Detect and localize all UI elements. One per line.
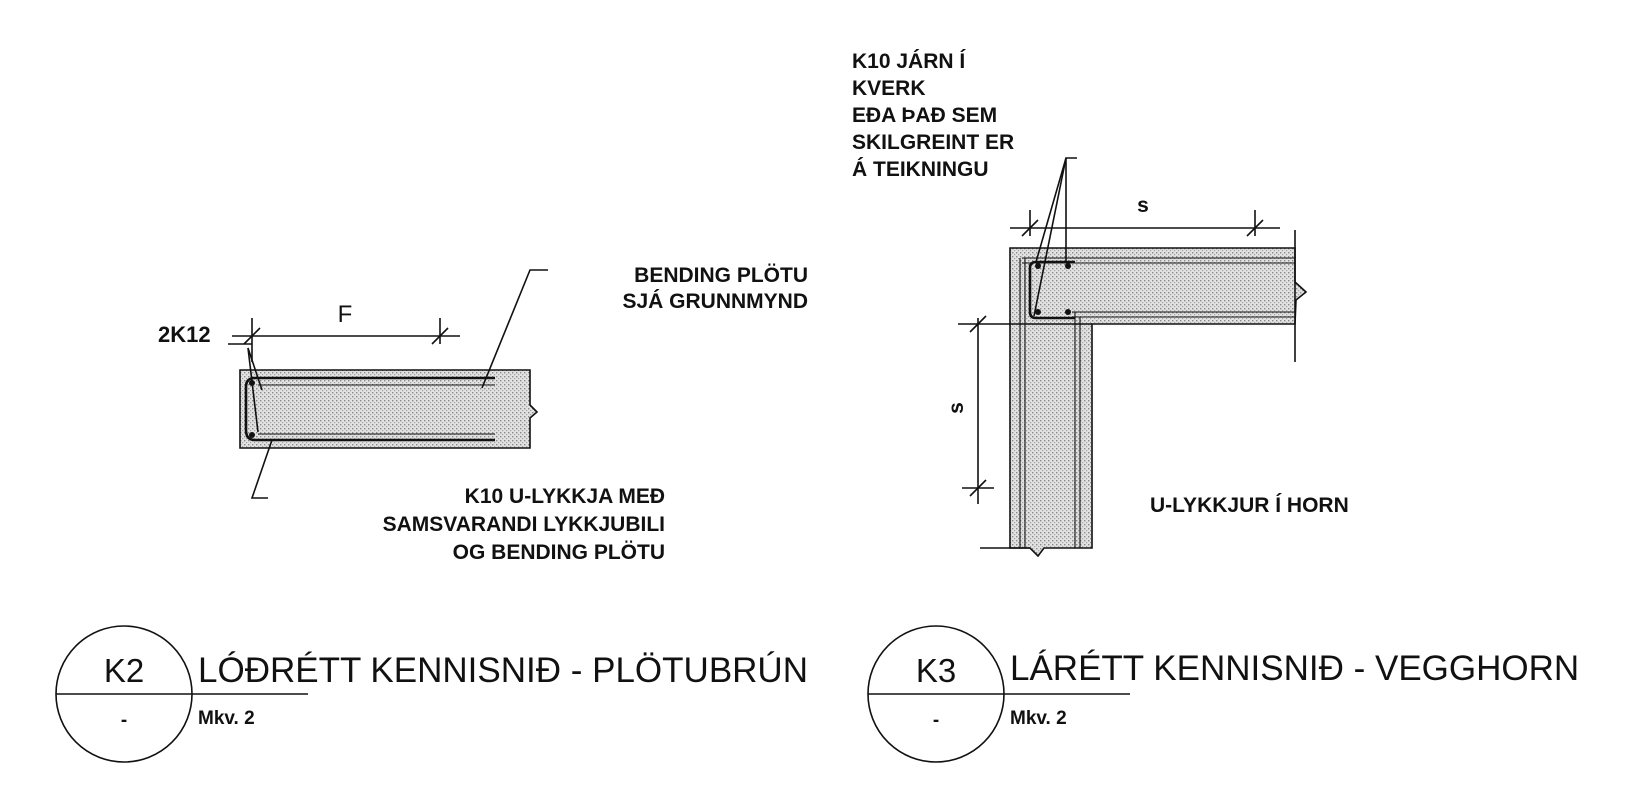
k3-title-sheet: - [933,710,939,731]
k2-bar-label: 2K12 [158,322,211,347]
k3-corner-line-5: Á TEIKNINGU [852,158,989,181]
k3-title-code: K3 [916,652,956,689]
k2-loop-line-2: SAMSVARANDI LYKKJUBILI [383,513,665,536]
k2-title-block: K2 - LÓÐRÉTT KENNISNIÐ - PLÖTUBRÚN Mkv. … [55,625,808,763]
k3-corner-bar-leader: K10 JÁRN Í KVERK EÐA ÞAÐ SEM SKILGREINT … [852,50,1077,317]
k3-dim-top-label: s [1137,194,1149,217]
k3-corner-line-2: KVERK [852,77,926,100]
k2-bending-line-1: BENDING PLÖTU [634,264,808,287]
k2-title-ref: Mkv. 2 [198,708,255,729]
k2-dim-label: F [338,301,353,328]
k2-slab-section [239,369,539,449]
k2-loop-line-3: OG BENDING PLÖTU [453,541,665,564]
k3-dim-left-label: s [945,402,968,414]
k3-dimension-left: s [945,315,1030,549]
k2-loop-leader: K10 U-LYKKJA MEÐ SAMSVARANDI LYKKJUBILI … [250,439,665,564]
k3-corner-line-1: K10 JÁRN Í [852,50,966,73]
k3-title-text: LÁRÉTT KENNISNIÐ - VEGGHORN [1010,649,1579,688]
k3-corner-line-4: SKILGREINT ER [852,131,1014,154]
k2-title-code: K2 [104,652,144,689]
k2-bending-leader: BENDING PLÖTU SJÁ GRUNNMYND [481,264,808,389]
k2-dimension-f: F [232,301,460,362]
k2-title-text: LÓÐRÉTT KENNISNIÐ - PLÖTUBRÚN [198,651,808,690]
k2-title-sheet: - [121,710,127,731]
k2-bar-leader: 2K12 [158,322,263,433]
k3-title-ref: Mkv. 2 [1010,708,1067,729]
k2-bending-line-2: SJÁ GRUNNMYND [622,290,808,313]
k3-corner-line-3: EÐA ÞAÐ SEM [852,104,997,127]
k3-dimension-top: s [1010,194,1296,362]
k3-title-block: K3 - LÁRÉTT KENNISNIÐ - VEGGHORN Mkv. 2 [867,625,1579,763]
k3-caption: U-LYKKJUR Í HORN [1150,494,1349,517]
k2-loop-line-1: K10 U-LYKKJA MEÐ [465,485,665,508]
